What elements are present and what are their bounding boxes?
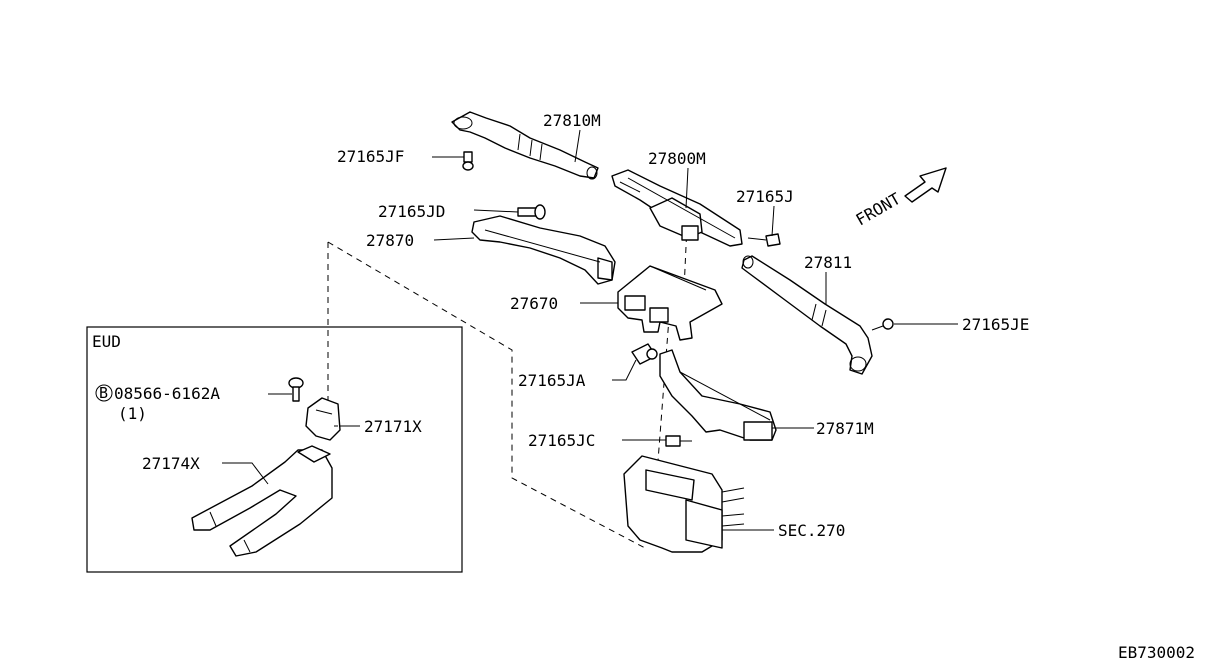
inset-box-eud	[86, 326, 463, 573]
label-27810M: 27810M	[543, 111, 601, 130]
part-27670-duct	[617, 265, 723, 341]
label-front: FRONT	[853, 189, 905, 230]
part-27870-duct	[471, 215, 616, 285]
part-27174X-duct	[191, 445, 333, 557]
diagram-code: EB730002	[1118, 643, 1195, 662]
screw-27165JF	[462, 151, 474, 171]
part-27810M-duct	[451, 111, 599, 180]
part-27871M-duct	[659, 349, 777, 441]
label-27670: 27670	[510, 294, 558, 313]
label-27165J: 27165J	[736, 187, 794, 206]
label-sec270: SEC.270	[778, 521, 845, 540]
label-27800M: 27800M	[648, 149, 706, 168]
leader-lines	[222, 129, 958, 531]
label-27811: 27811	[804, 253, 852, 272]
bolt-symbol-circle	[95, 384, 113, 402]
screw-27165JE	[871, 318, 894, 331]
dashed-guide-lines	[327, 224, 688, 549]
label-27165JA: 27165JA	[518, 371, 586, 390]
screw-27165JC	[665, 435, 692, 447]
label-27165JD: 27165JD	[378, 202, 445, 221]
bolt-08566-6162A	[288, 377, 304, 402]
label-08566-6162A: 08566-6162A	[114, 384, 220, 403]
screw-27165JA	[631, 343, 658, 365]
label-27171X: 27171X	[364, 417, 422, 436]
part-27800M-nozzle	[611, 169, 743, 247]
label-27165JE: 27165JE	[962, 315, 1029, 334]
label-27165JC: 27165JC	[528, 431, 595, 450]
part-27171X-adapter	[305, 397, 341, 441]
screw-27165J	[747, 233, 781, 247]
front-arrow	[904, 167, 947, 203]
label-27174X: 27174X	[142, 454, 200, 473]
part-27811-duct	[741, 255, 873, 375]
part-sec270-heater-unit	[623, 455, 745, 553]
bolt-symbol-letter: B	[99, 384, 108, 402]
label-27165JF: 27165JF	[337, 147, 404, 166]
inset-title: EUD	[92, 332, 121, 351]
label-27871M: 27871M	[816, 419, 874, 438]
label-27870: 27870	[366, 231, 414, 250]
screw-27165JD	[517, 204, 546, 220]
label-quantity: (1)	[118, 404, 147, 423]
